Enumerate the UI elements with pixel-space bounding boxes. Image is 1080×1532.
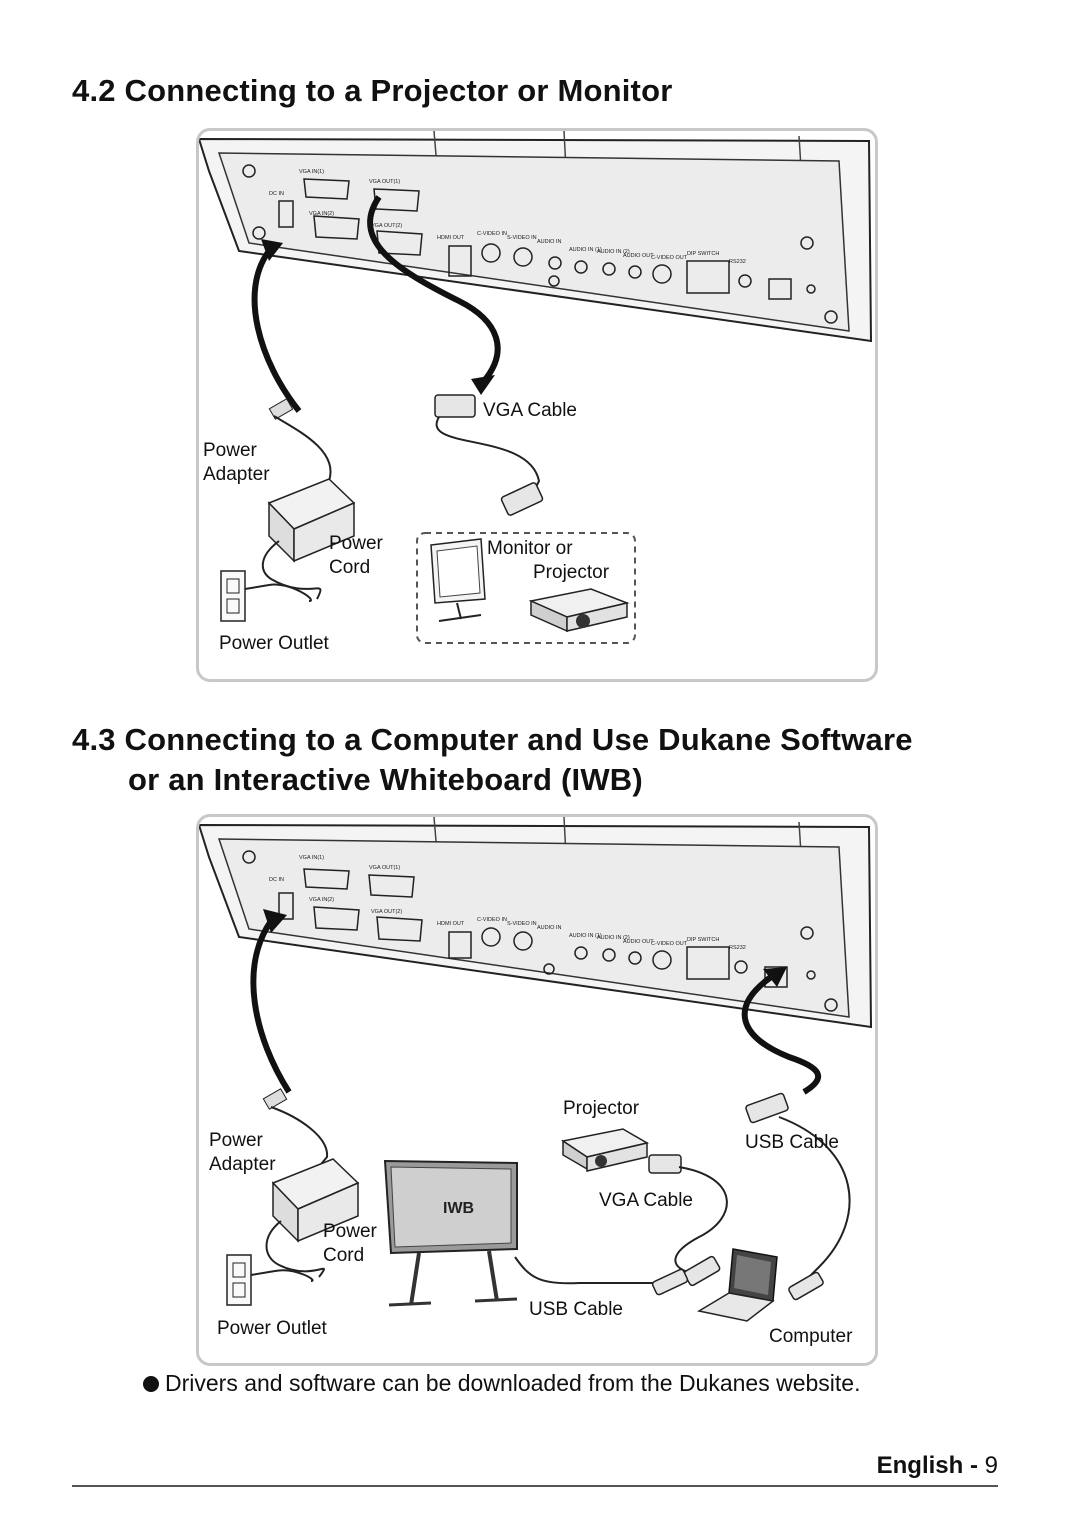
- port-label: S-VIDEO IN: [507, 921, 537, 927]
- projector-connection-diagram: DC IN VGA IN(1) VGA IN(2) VGA OUT(1) VGA OUT…: [196, 128, 878, 682]
- power-adapter-label-line1: Power: [203, 440, 257, 461]
- port-label: AUDIO IN (1): [569, 247, 602, 253]
- port-label: AUDIO IN: [537, 925, 561, 931]
- port-label: VGA OUT(1): [369, 865, 400, 871]
- computer-iwb-connection-diagram: DC IN VGA IN(1) VGA IN(2) VGA OUT(1) VGA OUT…: [196, 814, 878, 1366]
- port-label: VGA OUT(2): [371, 223, 402, 229]
- iwb-board-icon: [383, 1159, 518, 1307]
- port-label: VGA IN(1): [299, 855, 324, 861]
- power-cable: [251, 239, 332, 492]
- projector-icon: [561, 1128, 650, 1172]
- port-label: RS232: [729, 945, 746, 951]
- power-cord-label-line1: Power: [329, 533, 383, 554]
- download-note: Drivers and software can be downloaded f…: [143, 1370, 860, 1397]
- port-label: VGA OUT(2): [371, 909, 402, 915]
- port-label: AUDIO IN (1): [569, 933, 602, 939]
- power-cord-label-line2: Cord: [329, 557, 371, 578]
- display-device-group: [416, 532, 636, 644]
- device-back-panel: [199, 817, 873, 1029]
- projector-label: Projector: [563, 1098, 640, 1119]
- port-label: C-VIDEO IN: [477, 231, 507, 237]
- port-label: S-VIDEO IN: [507, 235, 537, 241]
- power-adapter-label-line1: Power: [209, 1130, 263, 1151]
- iwb-label: IWB: [443, 1200, 475, 1217]
- vga-cable-label: VGA Cable: [599, 1190, 693, 1211]
- power-outlet-icon: [226, 1254, 314, 1306]
- power-adapter-icon: [261, 478, 356, 600]
- vga-cable: [648, 1154, 728, 1287]
- download-note-text: Drivers and software can be downloaded f…: [165, 1370, 861, 1396]
- vga-cable: [367, 195, 544, 516]
- page-footer: English - 9: [877, 1452, 998, 1480]
- port-label: C-VIDEO OUT: [651, 941, 688, 947]
- port-label: RS232: [729, 259, 746, 265]
- projector-icon: [528, 588, 630, 633]
- port-label: C-VIDEO OUT: [651, 255, 688, 261]
- footer-rule: [72, 1485, 998, 1487]
- power-outlet-label: Power Outlet: [219, 633, 329, 654]
- power-adapter-label-line2: Adapter: [203, 464, 270, 485]
- port-label: AUDIO OUT: [623, 253, 654, 259]
- port-labels: DC IN VGA IN(1) VGA IN(2) VGA OUT(1) VGA OUT…: [269, 855, 746, 951]
- port-label: DIP SWITCH: [687, 937, 719, 943]
- computer-icon: [696, 1248, 824, 1322]
- port-label: VGA IN(1): [299, 169, 324, 175]
- power-outlet-label: Power Outlet: [217, 1318, 327, 1339]
- port-label: DC IN: [269, 877, 284, 883]
- page-number: 9: [984, 1452, 998, 1479]
- monitor-label-line2: Projector: [533, 562, 610, 583]
- port-label: VGA OUT(1): [369, 179, 400, 185]
- footer-language: English: [876, 1452, 964, 1479]
- port-label: DC IN: [269, 191, 284, 197]
- usb-cable-top-label: USB Cable: [745, 1132, 839, 1153]
- usb-cable-computer: [514, 1256, 689, 1296]
- port-label: AUDIO IN: [537, 239, 561, 245]
- power-adapter-icon: [265, 1158, 360, 1278]
- usb-cable-device: [741, 967, 851, 1288]
- bullet-icon: [143, 1376, 159, 1392]
- power-cable: [250, 909, 329, 1170]
- port-labels: DC IN VGA IN(1) VGA IN(2) VGA OUT(1) VGA OUT…: [269, 169, 746, 265]
- port-label: VGA IN(2): [309, 897, 334, 903]
- port-label: HDMI OUT: [437, 921, 465, 927]
- section-4-3-heading-line2: or an Interactive Whiteboard (IWB): [128, 762, 643, 797]
- power-outlet-icon: [220, 570, 312, 622]
- power-cord-label-line2: Cord: [323, 1245, 365, 1266]
- section-4-2-heading: 4.2 Connecting to a Projector or Monitor: [72, 73, 673, 108]
- power-adapter-label-line2: Adapter: [209, 1154, 276, 1175]
- port-label: VGA IN(2): [309, 211, 334, 217]
- section-4-3-heading-line1: 4.3 Connecting to a Computer and Use Duk…: [72, 722, 913, 757]
- footer-separator: -: [969, 1452, 978, 1479]
- port-label: AUDIO IN (2): [597, 249, 630, 255]
- port-label: C-VIDEO IN: [477, 917, 507, 923]
- port-label: AUDIO OUT: [623, 939, 654, 945]
- port-label: HDMI OUT: [437, 235, 465, 241]
- usb-cable-bottom-label: USB Cable: [529, 1299, 623, 1320]
- port-label: AUDIO IN (2): [597, 935, 630, 941]
- port-label: DIP SWITCH: [687, 251, 719, 257]
- monitor-label-line1: Monitor or: [487, 538, 573, 559]
- power-cord-label-line1: Power: [323, 1221, 377, 1242]
- vga-cable-label: VGA Cable: [483, 400, 577, 421]
- computer-label: Computer: [769, 1326, 853, 1347]
